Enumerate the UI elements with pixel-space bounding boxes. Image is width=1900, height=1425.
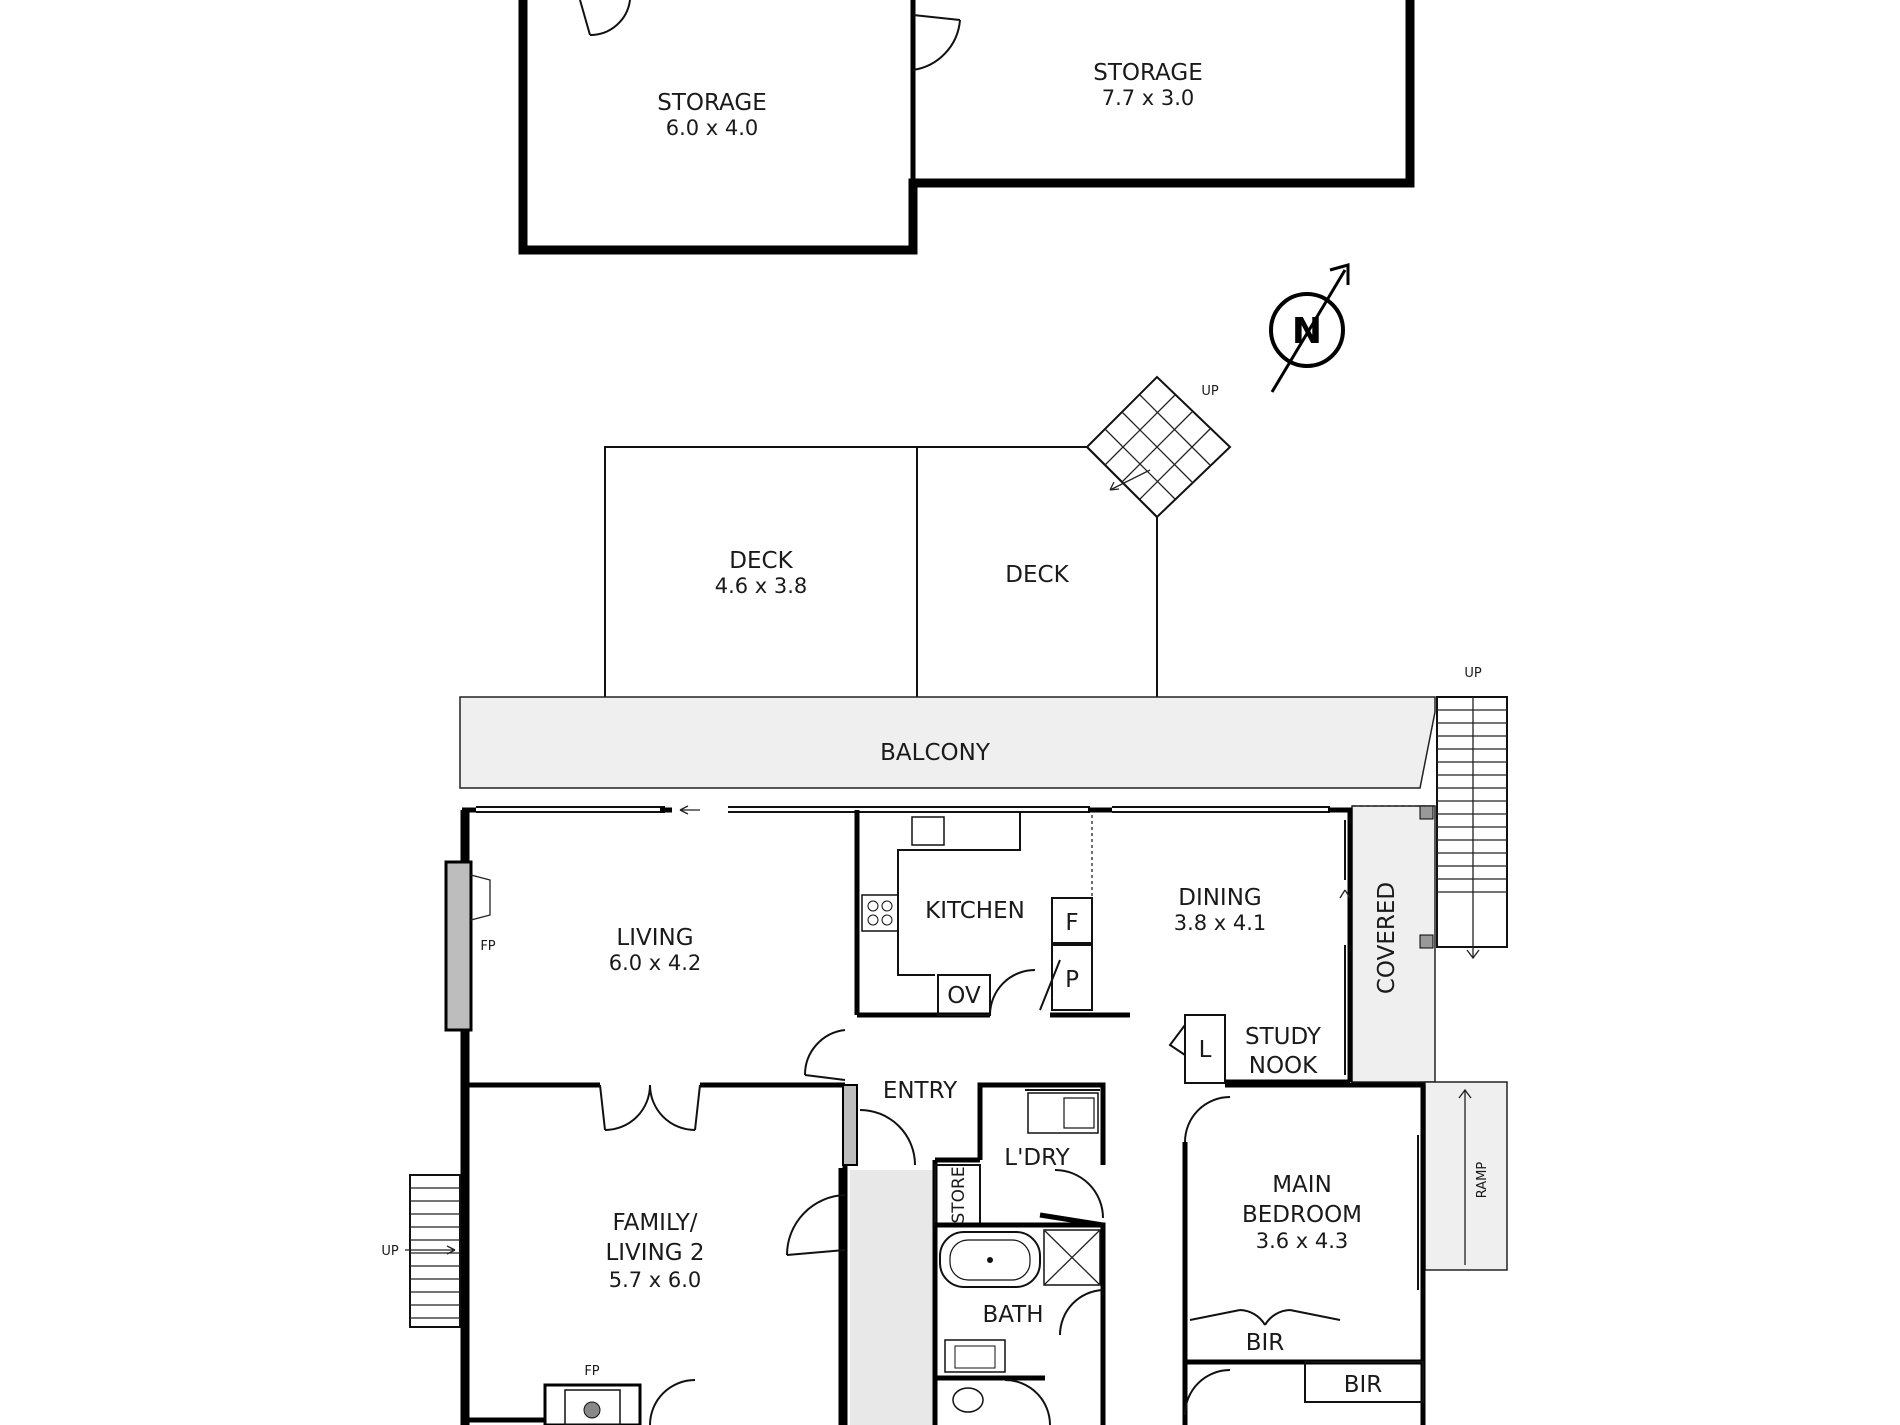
kitchen-fittings: F P OV L (861, 811, 1212, 1063)
room-storage-a: STORAGE 6.0 x 4.0 (657, 90, 767, 140)
deck-stair: UP (1085, 375, 1232, 519)
room-store: STORE (949, 1166, 969, 1223)
store-label: STORE (949, 1166, 969, 1223)
linen-label: L (1199, 1037, 1212, 1063)
kitchen-label: KITCHEN (925, 898, 1025, 924)
room-main-bedroom: MAIN BEDROOM 3.6 x 4.3 (1242, 1172, 1362, 1253)
living-dims: 6.0 x 4.2 (609, 951, 702, 975)
room-bir-a: BIR (1246, 1330, 1285, 1356)
fp-family-label: FP (584, 1364, 599, 1379)
fridge-label: F (1065, 910, 1078, 936)
pantry-label: P (1065, 967, 1079, 993)
main-bedroom-label-line2: BEDROOM (1242, 1202, 1362, 1228)
oven-label: OV (947, 983, 981, 1009)
bir-b-label: BIR (1344, 1372, 1383, 1398)
family-dims: 5.7 x 6.0 (609, 1268, 702, 1292)
family-label-line2: LIVING 2 (605, 1240, 704, 1266)
storage-a-dims: 6.0 x 4.0 (666, 116, 759, 140)
room-bath: BATH (982, 1302, 1043, 1328)
ramp: RAMP (1424, 1081, 1508, 1271)
dining-dims: 3.8 x 4.1 (1174, 911, 1267, 935)
room-covered: COVERED (1351, 805, 1436, 1083)
study-label-line2: NOOK (1249, 1053, 1318, 1079)
decks: UP (604, 375, 1232, 697)
room-family: FAMILY/ LIVING 2 5.7 x 6.0 (605, 1210, 704, 1292)
family-label-line1: FAMILY/ (612, 1210, 697, 1236)
room-study-nook: STUDY NOOK (1245, 1024, 1322, 1079)
room-living: LIVING 6.0 x 4.2 (609, 925, 702, 975)
living-label: LIVING (616, 925, 693, 951)
storage-b-dims: 7.7 x 3.0 (1102, 86, 1195, 110)
bir-a-label: BIR (1246, 1330, 1285, 1356)
main-bedroom-dims: 3.6 x 4.3 (1256, 1229, 1349, 1253)
deck-a-label: DECK (729, 548, 793, 574)
room-deck-b: DECK (1005, 562, 1069, 588)
room-dining: DINING 3.8 x 4.1 (1174, 885, 1267, 935)
storage-building (518, 0, 1415, 255)
deck-stair-up-label: UP (1201, 384, 1219, 399)
storage-a-label: STORAGE (657, 90, 767, 116)
balcony-stair-up-label: UP (1464, 666, 1482, 681)
laundry-label: L'DRY (1004, 1145, 1070, 1171)
room-deck-a: DECK 4.6 x 3.8 (715, 548, 808, 598)
balcony-label: BALCONY (880, 740, 991, 766)
family-stair-up-label: UP (381, 1244, 399, 1259)
room-balcony: BALCONY (459, 696, 1436, 789)
covered-label: COVERED (1374, 882, 1400, 994)
room-kitchen: KITCHEN (925, 898, 1025, 924)
room-bir-b: BIR (1344, 1372, 1383, 1398)
storage-b-label: STORAGE (1093, 60, 1203, 86)
compass-label: N (1292, 311, 1322, 352)
room-entry: ENTRY (883, 1078, 958, 1104)
deck-a-dims: 4.6 x 3.8 (715, 574, 808, 598)
entry-label: ENTRY (883, 1078, 958, 1104)
north-compass-icon: N (1269, 263, 1350, 393)
room-laundry: L'DRY (1004, 1145, 1070, 1171)
balcony-stair: UP (1436, 666, 1508, 960)
main-bedroom-label-line1: MAIN (1272, 1172, 1332, 1198)
ramp-label: RAMP (1475, 1162, 1490, 1199)
study-label-line1: STUDY (1245, 1024, 1322, 1050)
room-storage-b: STORAGE 7.7 x 3.0 (1093, 60, 1203, 110)
fp-living-label: FP (480, 939, 495, 954)
dining-label: DINING (1178, 885, 1262, 911)
bath-label: BATH (982, 1302, 1043, 1328)
deck-b-label: DECK (1005, 562, 1069, 588)
